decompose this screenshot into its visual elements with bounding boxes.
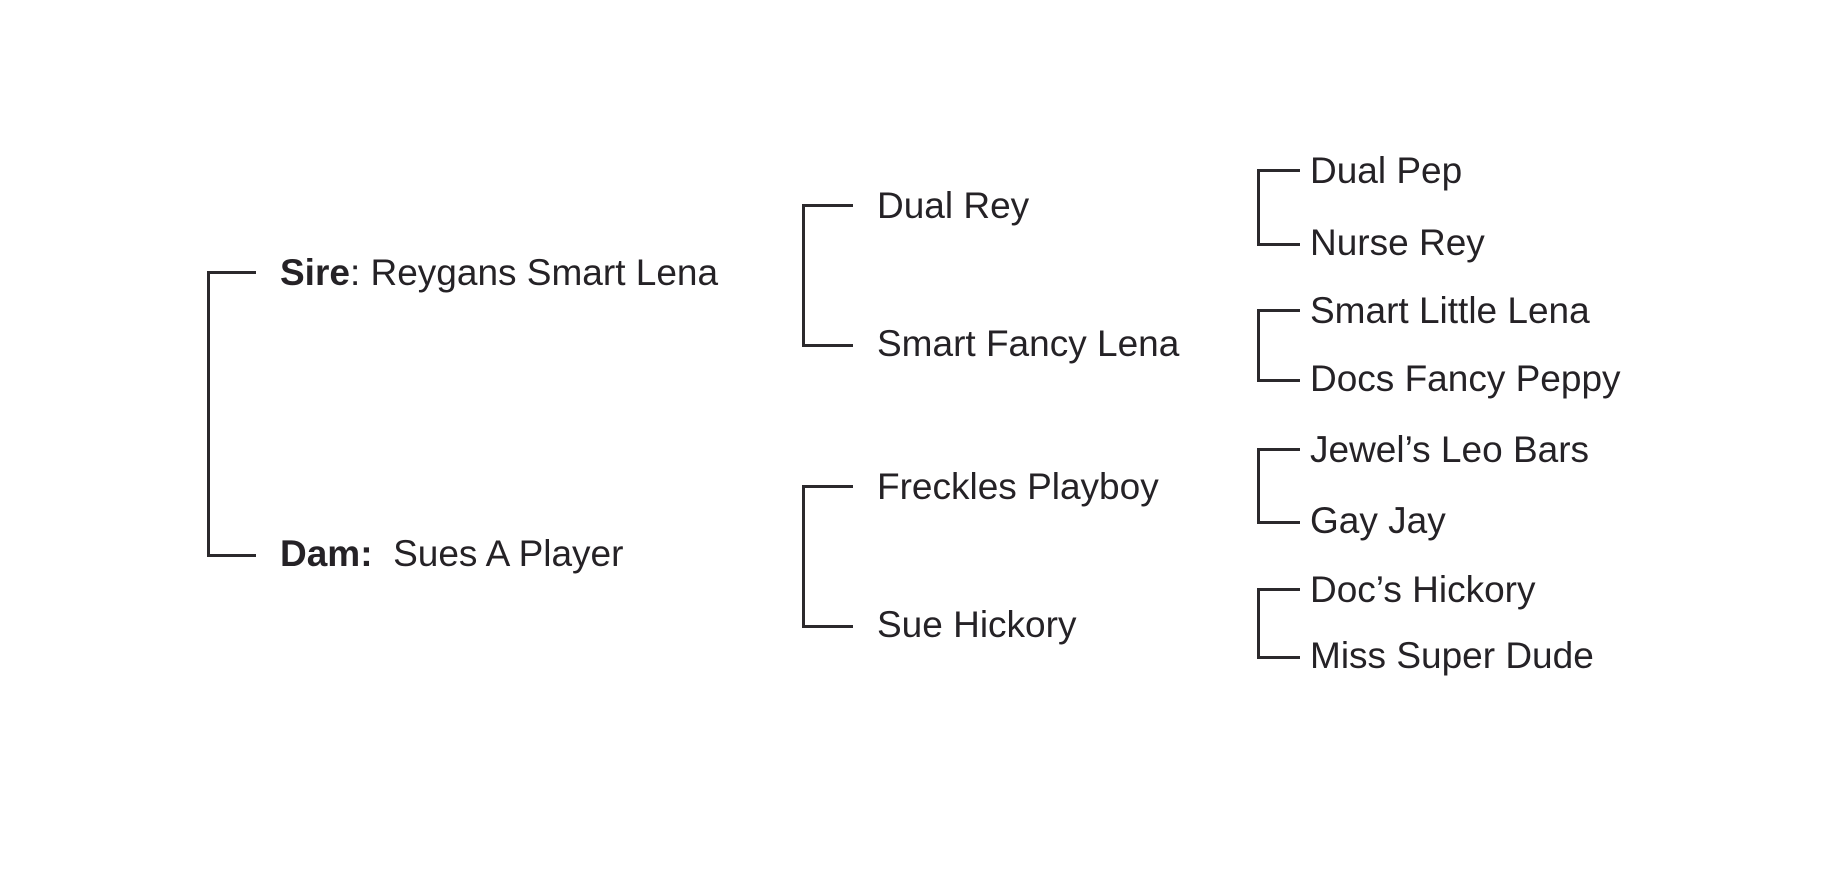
gen3-dam-dam-bracket xyxy=(1257,588,1300,659)
gen3-dam-dam-bracket-bottom-tick xyxy=(1260,656,1300,659)
gen3-sire-sire-bracket-top-tick xyxy=(1260,169,1300,172)
dam-dam-sire-node: Doc’s Hickory xyxy=(1310,568,1536,610)
gen2-sire-bracket-bottom-tick xyxy=(805,344,853,347)
gen3-dam-sire-bracket-top-tick xyxy=(1260,448,1300,451)
gen3-sire-sire-bracket xyxy=(1257,169,1300,246)
dam-label: Dam: xyxy=(280,532,373,574)
sire-dam-dam-node: Docs Fancy Peppy xyxy=(1310,357,1621,399)
dam-sire-dam-node: Gay Jay xyxy=(1310,499,1446,541)
dam-separator xyxy=(373,533,394,574)
gen3-sire-dam-bracket-top-tick xyxy=(1260,309,1300,312)
dam-sire-sire-node: Jewel’s Leo Bars xyxy=(1310,428,1590,470)
gen2-sire-bracket xyxy=(802,204,853,347)
sire-dam-node: Smart Fancy Lena xyxy=(877,322,1180,364)
dam-dam-dam-node: Miss Super Dude xyxy=(1310,634,1594,676)
sire-separator: : xyxy=(349,251,371,293)
gen2-dam-bracket-top-tick xyxy=(805,485,853,488)
sire-label: Sire xyxy=(280,251,350,293)
sire-sire-node: Dual Rey xyxy=(877,184,1030,226)
gen3-sire-dam-bracket xyxy=(1257,309,1300,382)
gen3-dam-dam-bracket-top-tick xyxy=(1260,588,1300,591)
gen2-dam-bracket-bottom-tick xyxy=(805,625,853,628)
gen3-sire-sire-bracket-bottom-tick xyxy=(1260,243,1300,246)
gen2-dam-bracket xyxy=(802,485,853,628)
gen1-bracket xyxy=(207,271,256,557)
dam-node: Dam: Sues A Player xyxy=(280,532,623,576)
gen3-dam-sire-bracket xyxy=(1257,448,1300,524)
sire-name: Reygans Smart Lena xyxy=(370,251,719,293)
gen3-sire-dam-bracket-bottom-tick xyxy=(1260,379,1300,382)
dam-name: Sues A Player xyxy=(393,532,624,574)
dam-dam-node: Sue Hickory xyxy=(877,603,1077,645)
gen3-dam-sire-bracket-bottom-tick xyxy=(1260,521,1300,524)
sire-dam-sire-node: Smart Little Lena xyxy=(1310,289,1590,331)
gen2-sire-bracket-top-tick xyxy=(805,204,853,207)
gen1-bracket-bottom-tick xyxy=(210,554,256,557)
dam-sire-node: Freckles Playboy xyxy=(877,465,1159,507)
sire-sire-sire-node: Dual Pep xyxy=(1310,149,1463,191)
gen1-bracket-top-tick xyxy=(210,271,256,274)
sire-sire-dam-node: Nurse Rey xyxy=(1310,221,1485,263)
sire-node: Sire: Reygans Smart Lena xyxy=(280,251,718,295)
